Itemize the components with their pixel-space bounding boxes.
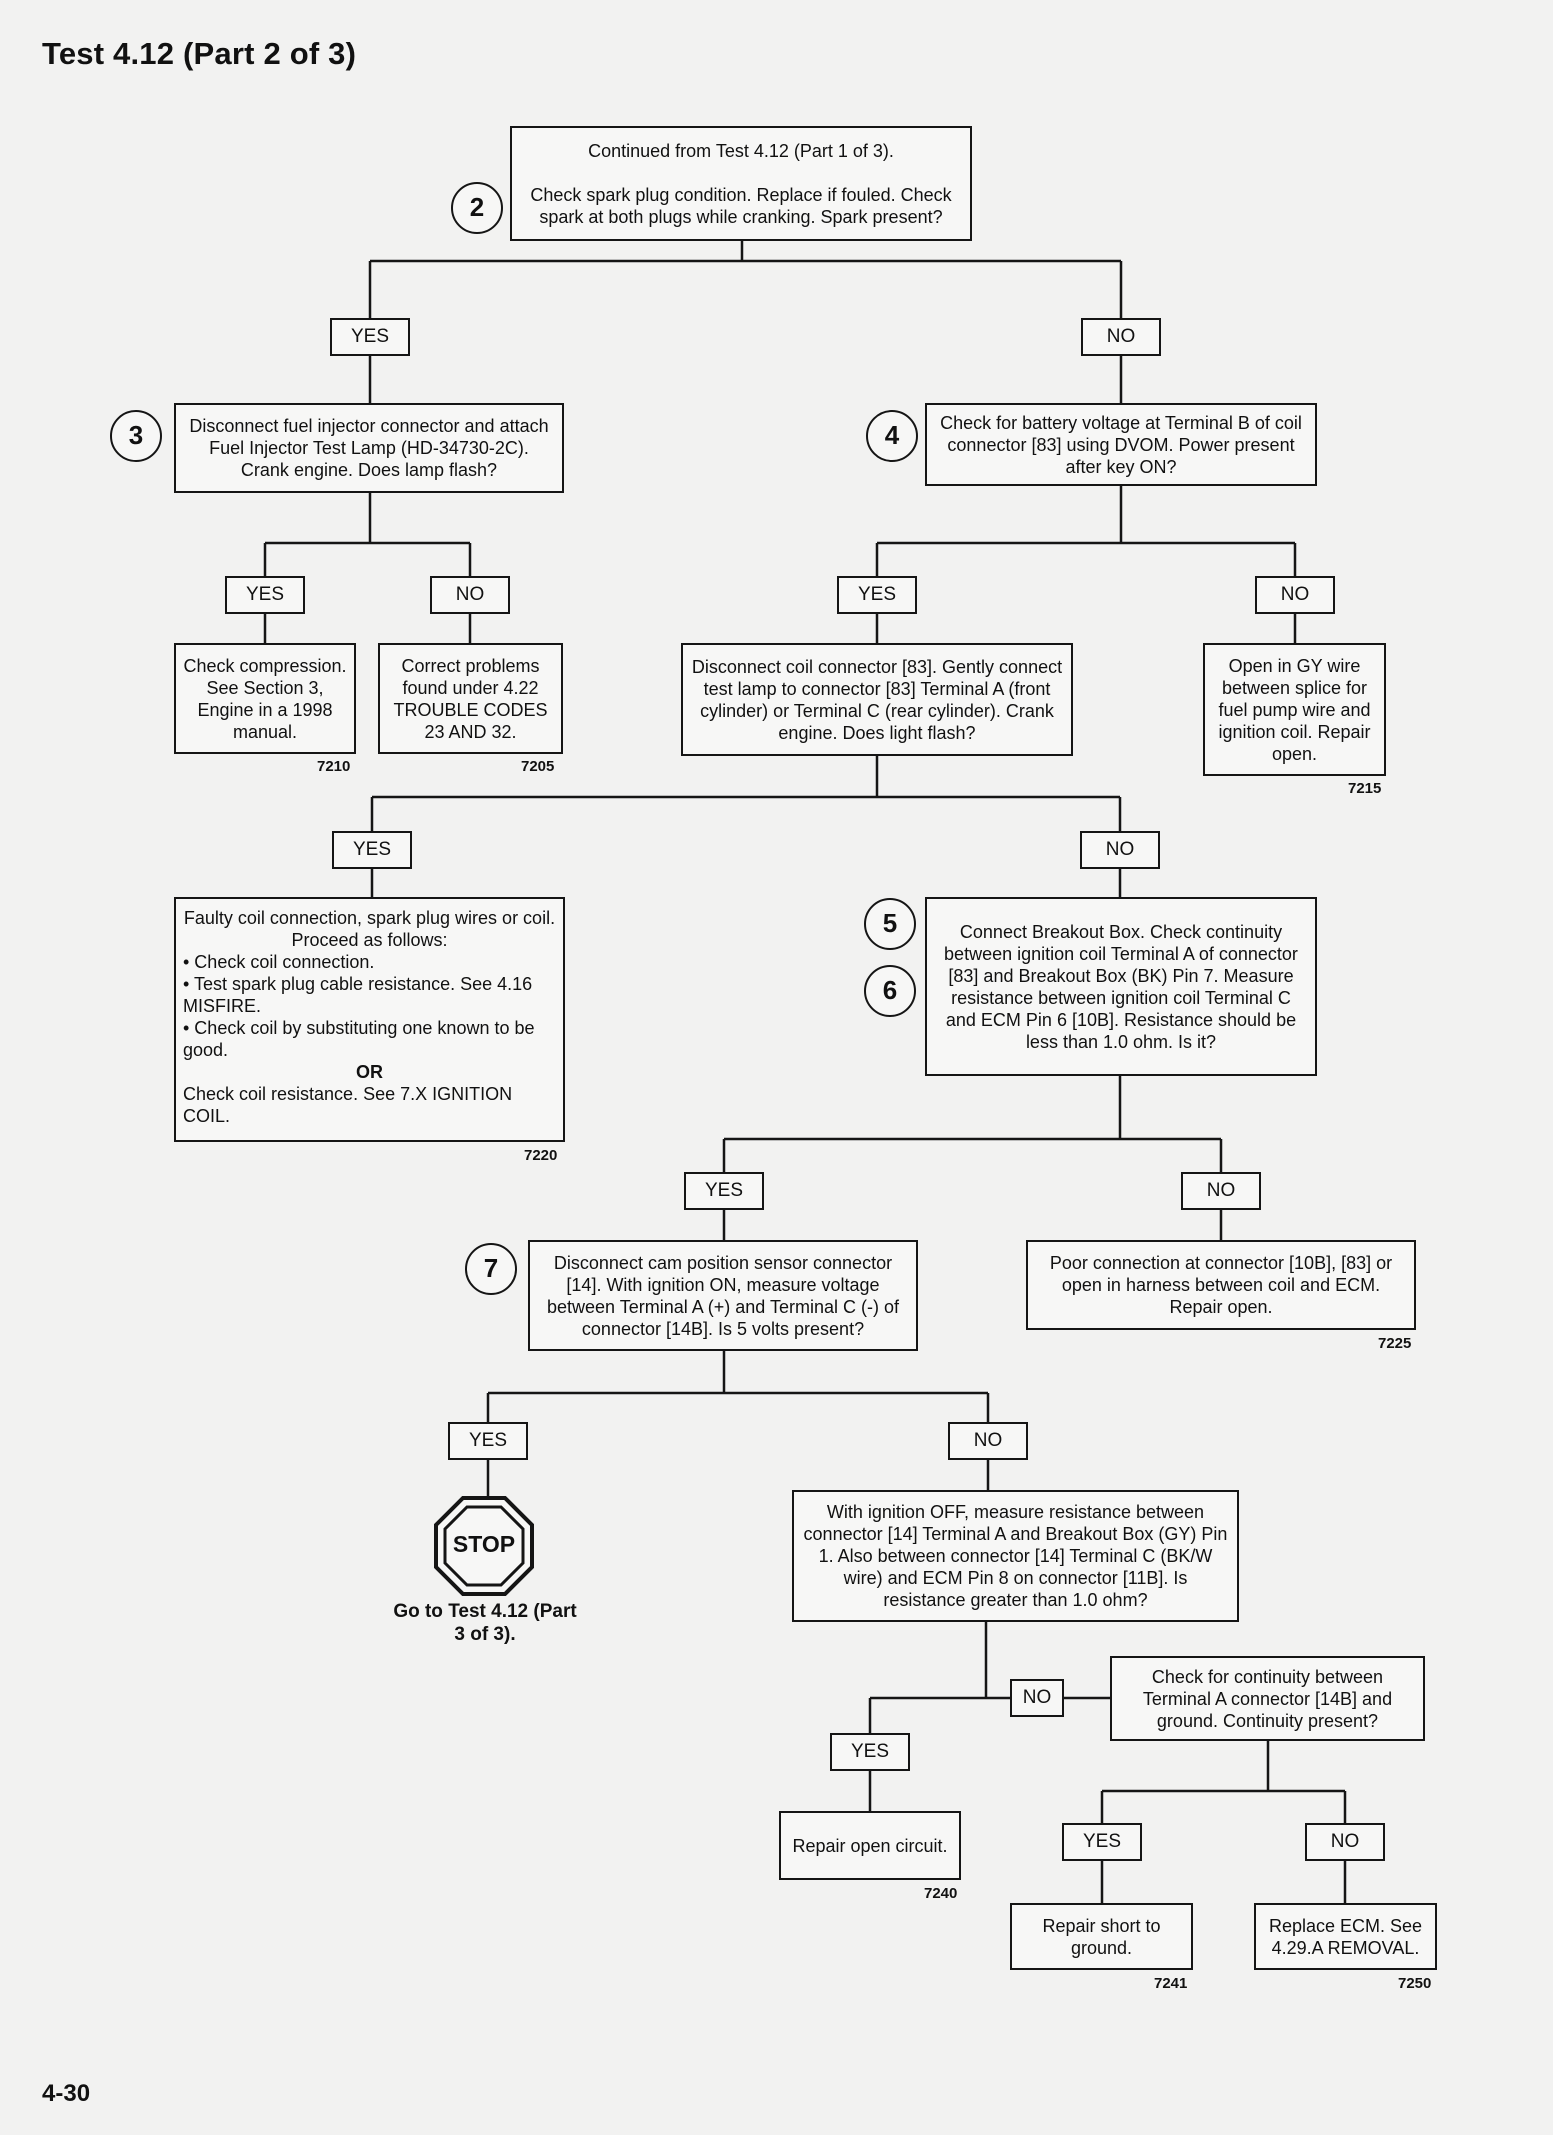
cam-sensor-text: Disconnect cam position sensor connector… [547,1252,899,1339]
stop-sign-icon [434,1496,534,1596]
battery-voltage-text: Check for battery voltage at Terminal B … [940,412,1302,477]
step-5-marker: 5 [864,898,916,950]
continuity-text: Check for continuity between Terminal A … [1142,1666,1393,1731]
start-check-text: Check spark plug condition. Replace if f… [530,184,952,227]
no-tag-battery: NO [1255,576,1335,614]
coil-lamp-box: Disconnect coil connector [83]. Gently c… [681,643,1073,756]
no-tag-continuity: NO [1305,1823,1385,1861]
faulty-coil-step-3: • Check coil by substituting one known t… [183,1018,535,1060]
page-number: 4-30 [42,2080,91,2107]
faulty-coil-step-1: • Check coil connection. [183,952,375,972]
repair-short-box: Repair short to ground. [1010,1903,1193,1970]
replace-ecm-box: Replace ECM. See 4.29.A REMOVAL. [1254,1903,1437,1970]
injector-test-text: Disconnect fuel injector connector and a… [189,416,549,480]
compression-text: Check compression. See Section 3, Engine… [183,655,347,742]
yes-tag-start: YES [330,318,410,356]
code-7225: 7225 [1378,1335,1412,1352]
trouble-codes-text: Correct problems found under 4.22 TROUBL… [393,655,548,742]
yes-tag-coil-lamp: YES [332,831,412,869]
repair-short-text: Repair short to ground. [1042,1915,1161,1958]
step-3-marker: 3 [110,410,162,462]
faulty-coil-step-2: • Test spark plug cable resistance. See … [183,974,533,1016]
battery-voltage-box: Check for battery voltage at Terminal B … [925,403,1317,486]
step-6-marker: 6 [864,965,916,1017]
step-4-marker: 4 [866,410,918,462]
faulty-coil-box: Faulty coil connection, spark plug wires… [174,897,565,1142]
repair-open-box: Repair open circuit. [779,1811,961,1880]
code-7250: 7250 [1398,1975,1432,1992]
code-7205: 7205 [521,758,555,775]
continuity-box: Check for continuity between Terminal A … [1110,1656,1425,1741]
code-7215: 7215 [1348,780,1382,797]
coil-lamp-text: Disconnect coil connector [83]. Gently c… [691,656,1063,743]
start-box: Continued from Test 4.12 (Part 1 of 3). … [510,126,972,241]
yes-tag-cam-sensor: YES [448,1422,528,1460]
start-continued-text: Continued from Test 4.12 (Part 1 of 3). [588,140,894,161]
faulty-coil-or: OR [356,1062,383,1082]
breakout-box: Connect Breakout Box. Check continuity b… [925,897,1317,1076]
no-tag-start: NO [1081,318,1161,356]
ignition-off-text: With ignition OFF, measure resistance be… [803,1502,1228,1610]
breakout-text: Connect Breakout Box. Check continuity b… [944,921,1298,1052]
code-7241: 7241 [1154,1975,1188,1992]
stop-sign-label: STOP [452,1531,516,1557]
stop-sign: STOP [434,1494,534,1594]
poor-connection-text: Poor connection at connector [10B], [83]… [1049,1253,1393,1317]
ignition-off-box: With ignition OFF, measure resistance be… [792,1490,1239,1622]
no-tag-breakout: NO [1181,1172,1261,1210]
no-tag-injector: NO [430,576,510,614]
gy-wire-text: Open in GY wire between splice for fuel … [1218,655,1371,764]
no-tag-ignition-off: NO [1010,1679,1064,1717]
code-7210: 7210 [317,758,351,775]
page-title: Test 4.12 (Part 2 of 3) [42,36,357,71]
yes-tag-continuity: YES [1062,1823,1142,1861]
compression-box: Check compression. See Section 3, Engine… [174,643,356,754]
code-7240: 7240 [924,1885,958,1902]
faulty-coil-resistance: Check coil resistance. See 7.X IGNITION … [183,1084,513,1126]
goto-part-3-text: Go to Test 4.12 (Part 3 of 3). [393,1601,577,1645]
yes-tag-battery: YES [837,576,917,614]
faulty-coil-intro: Faulty coil connection, spark plug wires… [183,908,556,950]
cam-sensor-box: Disconnect cam position sensor connector… [528,1240,918,1351]
yes-tag-breakout: YES [684,1172,764,1210]
yes-tag-injector: YES [225,576,305,614]
poor-connection-box: Poor connection at connector [10B], [83]… [1026,1240,1416,1330]
code-7220: 7220 [524,1147,558,1164]
yes-tag-ignition-off: YES [830,1733,910,1771]
injector-test-box: Disconnect fuel injector connector and a… [174,403,564,493]
repair-open-text: Repair open circuit. [792,1835,948,1856]
trouble-codes-box: Correct problems found under 4.22 TROUBL… [378,643,563,754]
replace-ecm-text: Replace ECM. See 4.29.A REMOVAL. [1268,1915,1423,1958]
no-tag-cam-sensor: NO [948,1422,1028,1460]
no-tag-coil-lamp: NO [1080,831,1160,869]
step-2-marker: 2 [451,182,503,234]
step-7-marker: 7 [465,1243,517,1295]
gy-wire-box: Open in GY wire between splice for fuel … [1203,643,1386,776]
